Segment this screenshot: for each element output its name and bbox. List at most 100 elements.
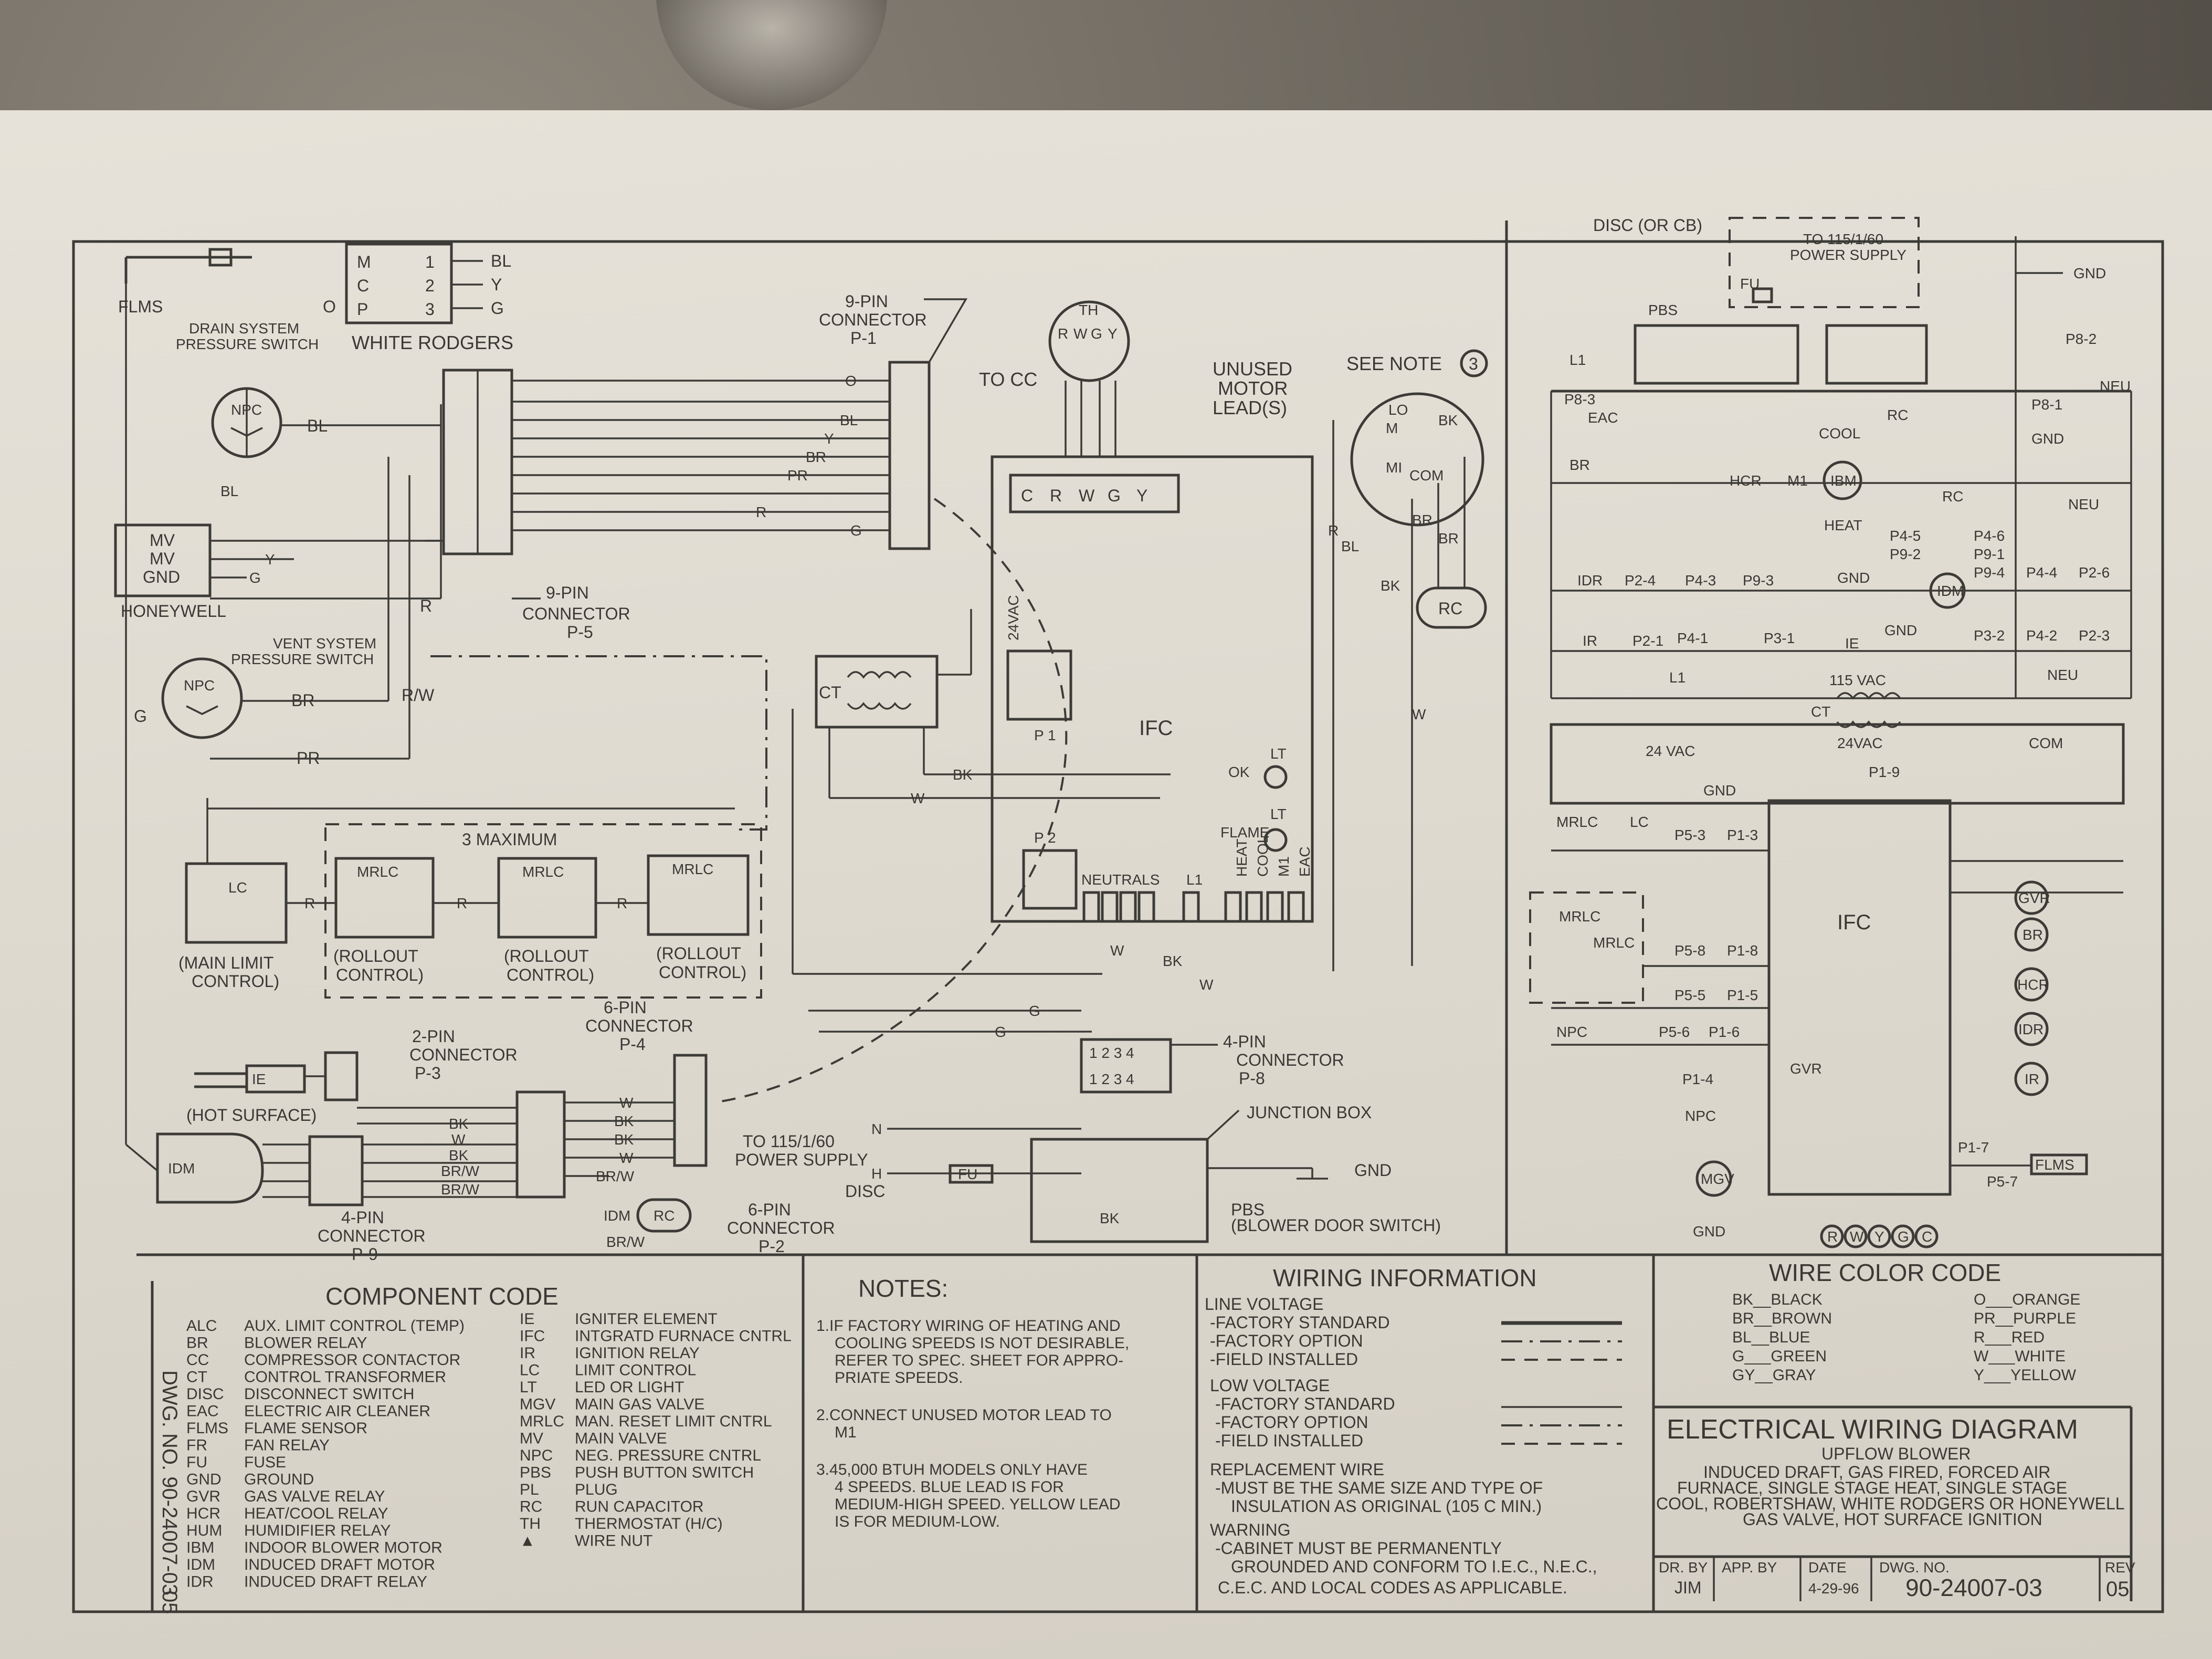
svg-text:(BLOWER DOOR SWITCH): (BLOWER DOOR SWITCH) bbox=[1231, 1216, 1441, 1235]
svg-text:R: R bbox=[1058, 326, 1068, 342]
ifc-block bbox=[1767, 799, 1952, 1196]
svg-text:BK: BK bbox=[449, 1116, 469, 1132]
svg-text:G: G bbox=[1091, 326, 1102, 342]
svg-text:P4-5: P4-5 bbox=[1890, 528, 1921, 544]
p1-plug bbox=[1006, 649, 1072, 721]
svg-text:R: R bbox=[457, 895, 467, 911]
svg-text:CT: CT bbox=[1811, 704, 1830, 720]
svg-text:CONNECTOR: CONNECTOR bbox=[1236, 1051, 1344, 1069]
note-line: 1.IF FACTORY WIRING OF HEATING AND bbox=[816, 1317, 1121, 1335]
svg-text:M: M bbox=[357, 253, 371, 271]
svg-text:R: R bbox=[304, 895, 315, 911]
svg-text:GND: GND bbox=[2031, 430, 2064, 447]
svg-text:G: G bbox=[1898, 1228, 1909, 1245]
svg-text:(ROLLOUT: (ROLLOUT bbox=[333, 947, 418, 965]
svg-text:CONNECTOR: CONNECTOR bbox=[819, 310, 927, 329]
svg-text:P4-3: P4-3 bbox=[1685, 572, 1716, 589]
component-code-desc: HUMIDIFIER RELAY bbox=[244, 1522, 391, 1539]
svg-text:P5-7: P5-7 bbox=[1987, 1173, 2018, 1190]
p5-p1-bus: O BL Y BR PR R G bbox=[512, 373, 890, 539]
svg-text:PR: PR bbox=[787, 467, 808, 484]
svg-text:4-PIN: 4-PIN bbox=[1223, 1032, 1266, 1051]
svg-text:R: R bbox=[1827, 1228, 1838, 1245]
wire-color-entry: BL__BLUE bbox=[1732, 1329, 1810, 1346]
svg-text:(MAIN LIMIT: (MAIN LIMIT bbox=[178, 953, 273, 972]
svg-text:NEU: NEU bbox=[2047, 667, 2078, 683]
notes-lines: 1.IF FACTORY WIRING OF HEATING ANDCOOLIN… bbox=[816, 1317, 1129, 1530]
svg-text:G: G bbox=[249, 570, 261, 586]
svg-text:P: P bbox=[357, 300, 368, 319]
wire-color-entry: BR__BROWN bbox=[1732, 1310, 1832, 1327]
svg-text:6-PIN: 6-PIN bbox=[748, 1200, 791, 1219]
flms-label: FLMS bbox=[118, 297, 163, 316]
svg-text:P1-4: P1-4 bbox=[1682, 1071, 1713, 1087]
component-code-abbr: TH bbox=[520, 1515, 541, 1532]
svg-text:IDM: IDM bbox=[1937, 583, 1964, 599]
svg-text:BL: BL bbox=[840, 412, 858, 428]
svg-text:REV: REV bbox=[2105, 1559, 2135, 1576]
svg-text:BR: BR bbox=[291, 691, 314, 710]
svg-text:FU: FU bbox=[958, 1166, 977, 1182]
component-code-desc: FAN RELAY bbox=[244, 1437, 330, 1454]
svg-text:LO: LO bbox=[1388, 402, 1408, 418]
svg-text:PRESSURE SWITCH: PRESSURE SWITCH bbox=[231, 651, 374, 667]
flame-sensor: FLMS O bbox=[118, 248, 336, 316]
svg-text:P2-4: P2-4 bbox=[1625, 572, 1656, 589]
component-code-abbr: IFC bbox=[520, 1328, 545, 1345]
svg-text:O: O bbox=[845, 373, 857, 389]
p2-plug bbox=[1022, 849, 1078, 910]
wiring-diagram-sheet bbox=[0, 110, 2212, 1659]
svg-text:(ROLLOUT: (ROLLOUT bbox=[656, 944, 741, 963]
svg-text:FLAME: FLAME bbox=[1220, 824, 1269, 841]
power-supply-disc: TO 115/1/60 POWER SUPPLY DISC N H FU bbox=[735, 1121, 1081, 1201]
svg-text:3: 3 bbox=[425, 300, 435, 319]
svg-text:HEAT: HEAT bbox=[1824, 517, 1862, 533]
svg-text:L1: L1 bbox=[1570, 352, 1586, 368]
svg-text:05: 05 bbox=[2106, 1578, 2130, 1601]
svg-text:-CABINET MUST BE PERMANENTLY: -CABINET MUST BE PERMANENTLY bbox=[1215, 1539, 1502, 1558]
note-line: IS FOR MEDIUM-LOW. bbox=[835, 1513, 1000, 1530]
component-code-abbr: GND bbox=[186, 1471, 222, 1488]
component-code-abbr: HCR bbox=[186, 1505, 220, 1522]
component-code-abbr: EAC bbox=[186, 1403, 219, 1420]
component-code-desc: IGNITION RELAY bbox=[575, 1345, 700, 1362]
component-code-table: DWG. NO. 90-24007-03 05 COMPONENT CODE A… bbox=[158, 1283, 792, 1614]
svg-text:INDUCED DRAFT, GAS FIRED, FORC: INDUCED DRAFT, GAS FIRED, FORCED AIR bbox=[1703, 1463, 2050, 1482]
svg-text:BK: BK bbox=[1438, 412, 1458, 428]
component-code-desc: FLAME SENSOR bbox=[244, 1420, 367, 1437]
svg-text:APP. BY: APP. BY bbox=[1722, 1559, 1777, 1576]
svg-text:REPLACEMENT WIRE: REPLACEMENT WIRE bbox=[1210, 1460, 1384, 1479]
svg-text:RC: RC bbox=[1887, 407, 1908, 423]
wire-color-col1: BK__BLACKBR__BROWNBL__BLUEG___GREENGY__G… bbox=[1732, 1291, 1832, 1384]
component-code-desc: LIMIT CONTROL bbox=[575, 1362, 696, 1379]
svg-text:NEU: NEU bbox=[2100, 378, 2131, 394]
svg-text:W: W bbox=[1110, 942, 1124, 959]
svg-text:P9-3: P9-3 bbox=[1743, 572, 1774, 589]
svg-text:P8-2: P8-2 bbox=[2066, 331, 2097, 347]
svg-text:COOL, ROBERTSHAW, WHITE RODGER: COOL, ROBERTSHAW, WHITE RODGERS OR HONEY… bbox=[1656, 1494, 2125, 1513]
svg-text:OK: OK bbox=[1228, 764, 1250, 780]
svg-text:MV: MV bbox=[150, 531, 175, 550]
svg-text:IE: IE bbox=[252, 1071, 266, 1087]
svg-text:M1: M1 bbox=[1787, 472, 1808, 489]
component-code-desc: NEG. PRESSURE CNTRL bbox=[575, 1447, 761, 1464]
wiring-info-title: WIRING INFORMATION bbox=[1273, 1264, 1537, 1292]
component-code-abbr: PL bbox=[520, 1481, 539, 1498]
component-code-desc: PUSH BUTTON SWITCH bbox=[575, 1464, 754, 1482]
svg-text:R/W: R/W bbox=[402, 686, 435, 705]
svg-text:IDR: IDR bbox=[1577, 572, 1603, 589]
svg-text:IBM: IBM bbox=[1830, 472, 1857, 489]
svg-text:MRLC: MRLC bbox=[1593, 934, 1635, 951]
main-limit-control: LC (MAIN LIMIT CONTROL) bbox=[178, 798, 735, 991]
vent-pressure-switch: VENT SYSTEM PRESSURE SWITCH NPC BR PR bbox=[161, 635, 409, 768]
component-code-abbr: GVR bbox=[186, 1488, 220, 1505]
svg-text:W: W bbox=[619, 1150, 634, 1166]
note-line: 3.45,000 BTUH MODELS ONLY HAVE bbox=[816, 1461, 1088, 1478]
svg-text:DISC: DISC bbox=[845, 1182, 885, 1201]
note-line: M1 bbox=[835, 1424, 857, 1441]
note-line: MEDIUM-HIGH SPEED. YELLOW LEAD bbox=[835, 1496, 1121, 1513]
svg-text:-FACTORY OPTION: -FACTORY OPTION bbox=[1215, 1413, 1368, 1432]
optional-route bbox=[713, 498, 1068, 1104]
drain-switch-line1: DRAIN SYSTEM bbox=[189, 320, 299, 337]
svg-text:24 VAC: 24 VAC bbox=[1646, 743, 1695, 759]
